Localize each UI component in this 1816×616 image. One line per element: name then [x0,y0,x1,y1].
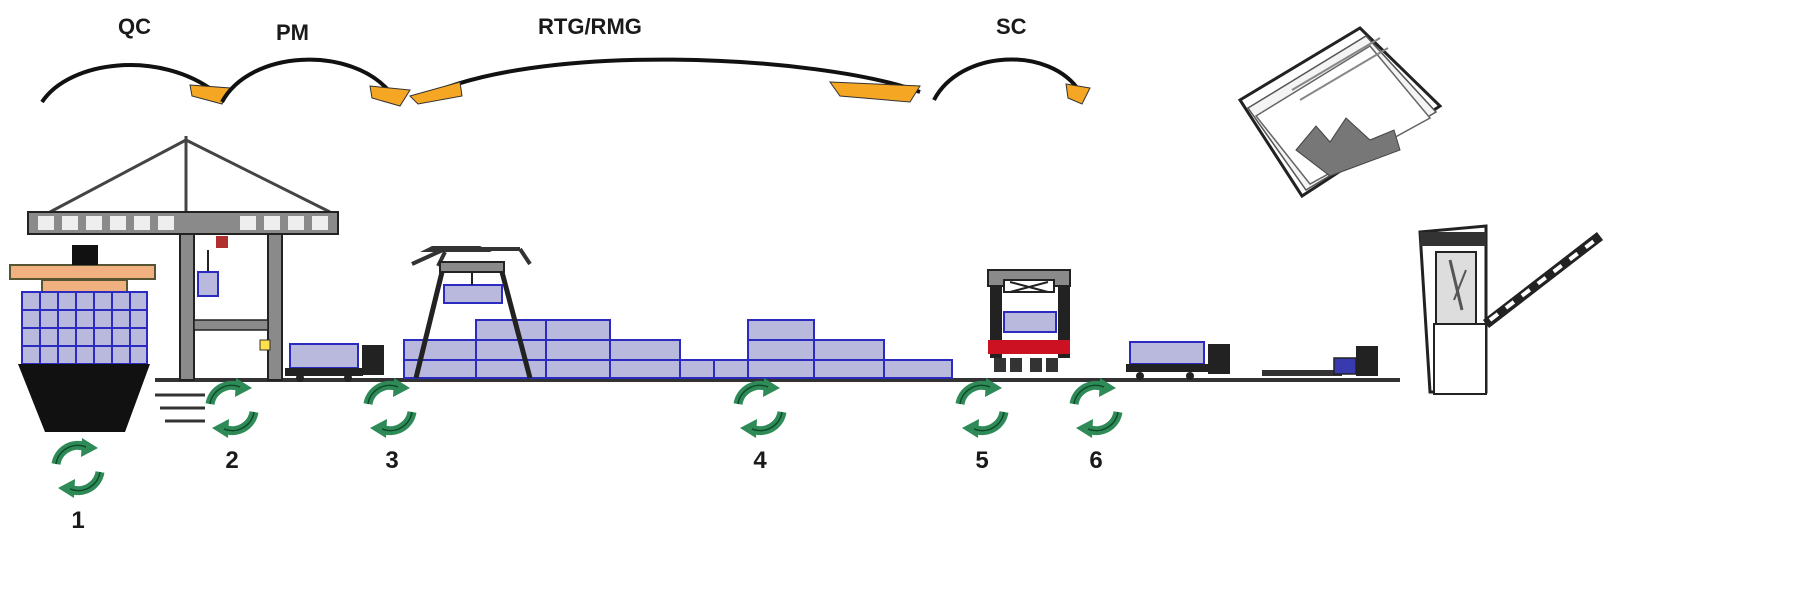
rtg-crane [411,246,533,379]
gate-booth [1418,224,1604,395]
process-point-4: 4 [738,378,782,474]
departing-tractor [1262,346,1378,376]
rtg-arrowhead-right-icon [828,81,921,103]
sc-arrowhead-icon [1065,83,1091,105]
cycle-icon [738,378,782,438]
process-point-number: 4 [753,447,767,474]
pm-label: PM [276,20,309,45]
cycle-icon [368,378,412,438]
quay-crane [27,136,339,423]
qc-arrowhead-icon [189,84,231,105]
prime-mover-truck [285,343,384,382]
cycle-icon [56,438,100,498]
process-point-number: 2 [225,447,238,474]
process-point-number: 6 [1089,447,1102,474]
container-yard [403,319,953,379]
flow-arcs [40,57,1091,107]
rtg-rmg-label: RTG/RMG [538,14,642,39]
qc-label: QC [118,14,151,39]
qc-arc [40,63,217,104]
process-point-number: 1 [71,507,84,534]
cycle-icon [960,378,1004,438]
straddle-carrier [987,269,1071,372]
pm-arrowhead-icon [369,85,411,107]
process-point-number: 5 [975,447,988,474]
sc-arc [932,57,1082,101]
process-point-3: 3 [368,378,412,474]
process-point-6: 6 [1074,378,1118,474]
cycle-icon [210,378,254,438]
cycle-icon [1074,378,1118,438]
container-ship [9,245,156,432]
rtg-arc [417,57,921,102]
process-point-2: 2 [210,378,254,474]
rtg-arrowhead-left-icon [409,81,463,105]
sc-label: SC [996,14,1027,39]
pm-arc [220,57,392,103]
process-point-5: 5 [960,378,1004,474]
documents-icon [1237,26,1443,199]
process-point-number: 3 [385,447,398,474]
outbound-truck [1126,341,1230,380]
process-point-1: 1 [56,438,100,534]
